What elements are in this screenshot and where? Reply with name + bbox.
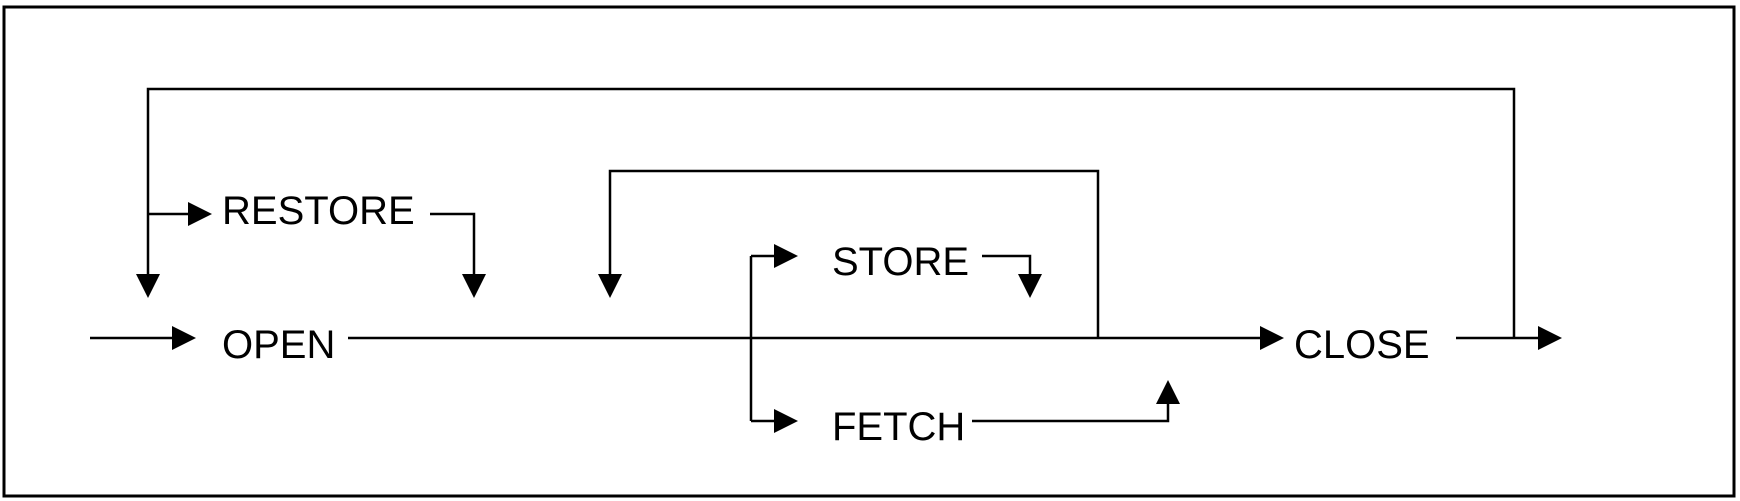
restore-return-line (430, 212, 476, 276)
inner-loop-arrow-icon (598, 274, 622, 298)
store-label: STORE (832, 240, 969, 284)
restore-label: RESTORE (222, 189, 415, 233)
fetch-return-arrow-icon (1156, 380, 1180, 404)
exit-arrow-icon (1538, 326, 1562, 350)
fetch-arrow-icon (774, 409, 798, 433)
open-label: OPEN (222, 323, 335, 367)
entry-arrow-icon (172, 326, 196, 350)
fetch-label: FETCH (832, 405, 965, 449)
store-return-line (982, 254, 1032, 276)
outer-loop-line (146, 87, 1516, 338)
restore-arrow-icon (188, 202, 212, 226)
restore-return-arrow-icon (462, 274, 486, 298)
store-return-arrow-icon (1018, 274, 1042, 298)
close-label: CLOSE (1294, 323, 1430, 367)
close-arrow-icon (1260, 326, 1284, 350)
outer-loop-arrow-icon (136, 274, 160, 298)
store-arrow-icon (774, 244, 798, 268)
fetch-return-line (972, 402, 1170, 423)
inner-loop-line (608, 169, 1100, 338)
